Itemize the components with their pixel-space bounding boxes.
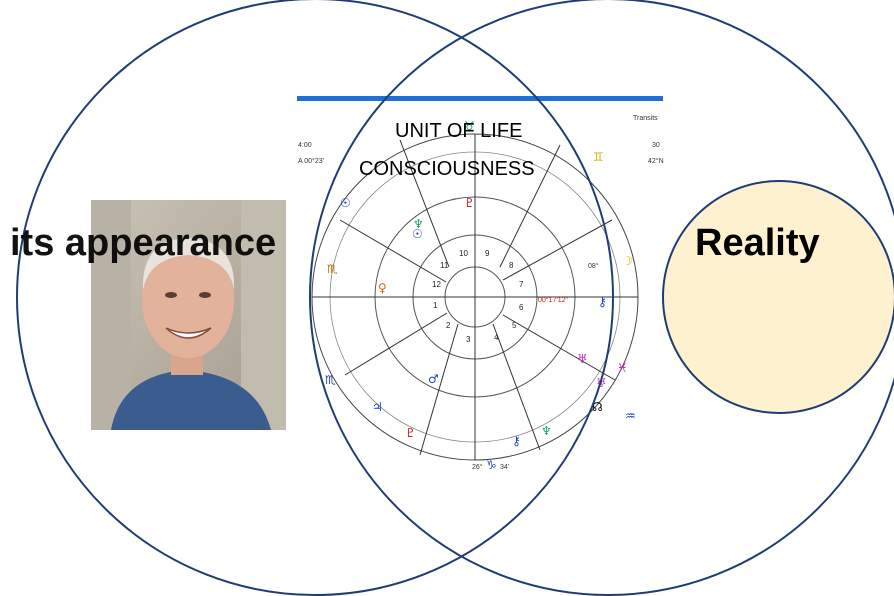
- left-label: its appearance: [10, 222, 277, 264]
- sun-icon: ☉: [340, 196, 351, 210]
- house-2: 2: [446, 321, 451, 330]
- moon-icon: ☽: [622, 254, 633, 268]
- left-circle: [16, 0, 614, 596]
- chart-moon-degree: 08°: [588, 262, 599, 270]
- pluto-icon-2: ♇: [405, 426, 416, 440]
- house-6: 6: [519, 303, 524, 312]
- chart-right-degree: 00°17'12": [538, 296, 568, 304]
- header-bar: [297, 96, 663, 101]
- right-circle: [309, 0, 894, 596]
- mercury-icon: ♂: [428, 372, 439, 386]
- portrait-photo: [91, 200, 286, 430]
- venus-icon: ♀: [378, 281, 387, 295]
- neptune-icon-2: ♆: [541, 424, 552, 438]
- mars-icon: ♏: [325, 373, 336, 387]
- reality-circle: [662, 180, 894, 414]
- uranus-icon: ♅: [577, 352, 588, 366]
- taurus-icon: ♉: [464, 119, 475, 133]
- center-title-line1: UNIT OF LIFE: [395, 120, 523, 142]
- gemini-icon: ♊: [593, 150, 604, 164]
- house-3: 3: [466, 335, 471, 344]
- house-7: 7: [519, 280, 524, 289]
- chart-time: 4:00: [298, 142, 312, 149]
- house-1: 1: [433, 301, 438, 310]
- pluto-icon: ♇: [464, 196, 475, 210]
- transits-label: Transits: [633, 115, 658, 122]
- astro-chart: 10 9 8 7 6 5 4 3 2 1 12 11 Transits 4:00…: [297, 96, 664, 472]
- house-10: 10: [459, 249, 468, 258]
- jupiter-icon: ♃: [372, 400, 383, 414]
- house-4: 4: [494, 333, 499, 342]
- right-label: Reality: [695, 222, 820, 264]
- pisces-icon: ♓: [617, 361, 628, 375]
- house-12: 12: [432, 280, 441, 289]
- chiron-icon: ⚷: [598, 295, 607, 309]
- house-11: 11: [440, 261, 449, 270]
- neptune-icon: ♆: [413, 217, 424, 231]
- chart-right-1: 30: [652, 142, 660, 149]
- aquarius-icon: ♒: [625, 409, 636, 423]
- house-8: 8: [509, 261, 514, 270]
- house-5: 5: [512, 321, 517, 330]
- chart-bottom-degree-2: 34': [500, 464, 509, 471]
- chart-coord: A 00°23': [298, 157, 324, 165]
- chart-bottom-degree: 26°: [472, 463, 483, 471]
- uranus-icon-2: ♅: [596, 376, 607, 390]
- house-9: 9: [485, 249, 490, 258]
- chiron-icon-2: ⚷: [512, 434, 521, 448]
- sun-icon-2: ☉: [412, 227, 423, 241]
- capricorn-icon: ♑: [486, 458, 497, 472]
- center-title-line2: CONSCIOUSNESS: [359, 158, 535, 180]
- chart-right-2: 42°N: [648, 157, 664, 165]
- mc-icon: ♏: [327, 262, 338, 276]
- node-icon: ☊: [592, 400, 603, 414]
